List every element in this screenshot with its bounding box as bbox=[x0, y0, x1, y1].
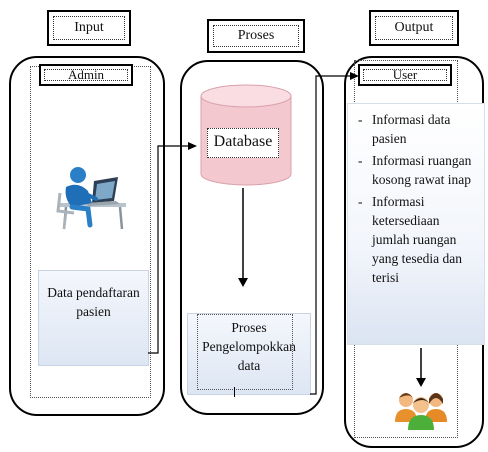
header-input: Input bbox=[47, 10, 131, 46]
user-label: User bbox=[363, 67, 447, 82]
data-pendaftaran-label: Data pendaftaran pasien bbox=[47, 285, 140, 319]
proses-inner-border bbox=[197, 314, 293, 390]
data-pendaftaran-box: Data pendaftaran pasien bbox=[38, 270, 149, 366]
header-input-label: Input bbox=[53, 16, 125, 40]
admin-label: Admin bbox=[44, 67, 128, 82]
proses-tick-mark bbox=[234, 387, 235, 397]
admin-label-box: Admin bbox=[39, 64, 133, 86]
arrow-input-to-database bbox=[148, 142, 197, 354]
header-proses: Proses bbox=[207, 19, 305, 53]
header-output: Output bbox=[369, 10, 459, 46]
header-proses-label: Proses bbox=[213, 25, 299, 47]
user-group-icon bbox=[395, 393, 447, 430]
user-label-box: User bbox=[358, 64, 452, 86]
header-output-label: Output bbox=[375, 16, 453, 40]
output-item: -Informasi ruangan kosong rawat inap bbox=[358, 153, 472, 187]
database-label-box: Database bbox=[207, 128, 279, 158]
database-label: Database bbox=[213, 133, 273, 150]
arrow-db-to-process bbox=[238, 188, 248, 287]
arrow-proses-to-output bbox=[310, 72, 359, 395]
output-info-box: -Informasi data pasien -Informasi ruanga… bbox=[347, 103, 485, 345]
proses-pengelompokkan-box: Proses Pengelompokkan data bbox=[187, 313, 311, 395]
output-item: -Informasi data pasien bbox=[358, 112, 451, 146]
proses-pengelompokkan-label: Proses Pengelompokkan data bbox=[202, 320, 296, 373]
arrow-info-to-users bbox=[416, 348, 426, 387]
output-item: -Informasi ketersediaan jumlah ruangan y… bbox=[358, 194, 462, 285]
person-at-computer-icon bbox=[56, 167, 126, 230]
